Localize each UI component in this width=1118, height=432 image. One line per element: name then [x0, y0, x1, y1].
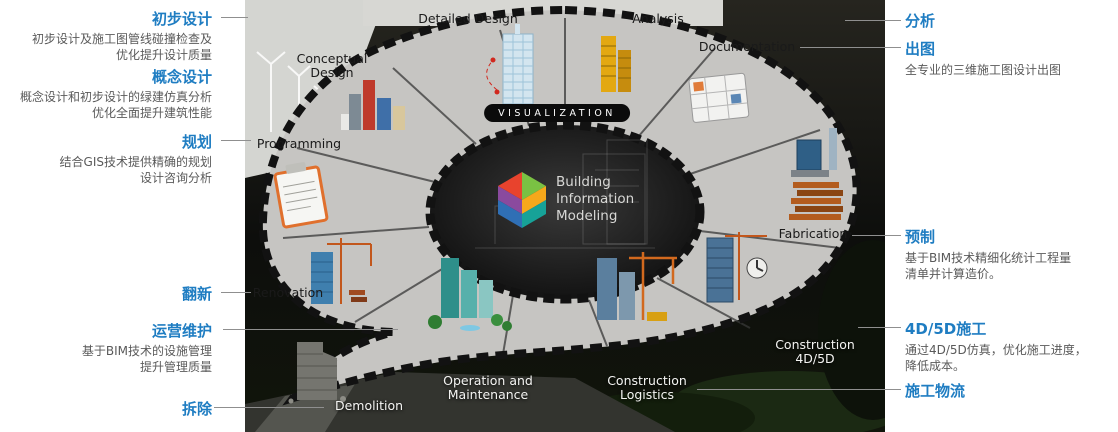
connector-demolition — [214, 407, 324, 408]
ring-label-visualization: VISUALIZATION — [484, 104, 630, 122]
phase-label-operation-maintenance: Operation and Maintenance — [443, 373, 533, 402]
sky-area — [245, 0, 385, 178]
documentation-illustration — [688, 72, 750, 123]
phase-label-renovation: Renovation — [252, 285, 324, 300]
connector-fabrication — [852, 235, 901, 236]
demolition-illustration — [288, 342, 346, 404]
bim-data-links — [486, 57, 500, 95]
left-title-preliminary-design: 初步设计 — [151, 10, 212, 28]
connector-construction-logistics — [697, 389, 901, 390]
phase-label-documentation: Documentation — [698, 39, 796, 54]
left-annotations-panel: 初步设计 初步设计及施工图管线碰撞检查及 优化提升设计质量 概念设计 概念设计和… — [0, 0, 218, 432]
phase-label-programming: Programming — [256, 136, 342, 151]
connector-planning — [221, 140, 251, 141]
bim-cube-logo — [498, 172, 546, 228]
connector-preliminary-design — [221, 17, 248, 18]
diagram-artwork — [245, 0, 885, 432]
connector-operation-maintenance — [223, 329, 398, 330]
connector-analysis — [845, 20, 901, 21]
connector-4d5d-construction — [858, 327, 901, 328]
phase-label-construction-4d5d: Construction 4D/5D — [775, 337, 855, 366]
left-title-planning: 规划 — [181, 133, 212, 151]
left-title-conceptual-design: 概念设计 — [151, 68, 212, 86]
left-desc-planning: 结合GIS技术提供精确的规划 设计咨询分析 — [59, 155, 212, 185]
right-title-analysis: 分析 — [905, 12, 936, 30]
right-title-logistics: 施工物流 — [905, 382, 966, 400]
construction-4d5d-illustration — [706, 232, 768, 303]
phase-label-fabrication: Fabrication — [778, 226, 848, 241]
operation-maintenance-illustration — [428, 258, 512, 331]
trees-right-edge — [818, 240, 885, 420]
analysis-illustration — [601, 36, 631, 92]
connector-documentation — [800, 47, 901, 48]
left-title-operation-maintenance: 运营维护 — [151, 322, 212, 340]
renovation-illustration — [311, 238, 372, 304]
connector-renovation — [221, 292, 251, 293]
right-title-fabrication: 预制 — [905, 228, 936, 246]
phase-label-analysis: Analysis — [632, 11, 684, 26]
conceptual-design-illustration — [341, 80, 405, 130]
phase-label-detailed-design: Detailed Design — [418, 11, 518, 26]
right-desc-4d5d: 通过4D/5D仿真，优化施工进度， 降低成本。 — [905, 343, 1087, 373]
left-desc-operation-maintenance: 基于BIM技术的设施管理 提升管理质量 — [81, 344, 212, 374]
bim-lifecycle-diagram: Conceptual Design Detailed Design Analys… — [245, 0, 885, 432]
construction-logistics-illustration — [597, 252, 677, 321]
phase-label-construction-logistics: Construction Logistics — [607, 373, 687, 402]
inner-chain-border — [425, 120, 705, 304]
right-title-4d5d: 4D/5D施工 — [905, 320, 987, 338]
center-core — [430, 125, 700, 299]
fabrication-illustration — [789, 128, 843, 220]
phase-label-demolition: Demolition — [334, 398, 404, 413]
right-desc-fabrication: 基于BIM技术精细化统计工程量 清单并计算造价。 — [905, 251, 1072, 281]
left-title-renovation: 翻新 — [181, 285, 212, 303]
outer-chain-border — [258, 5, 861, 406]
bim-center-title: Building Information Modeling — [556, 174, 635, 224]
right-annotations-panel: 分析 出图 全专业的三维施工图设计出图 预制 基于BIM技术精细化统计工程量 清… — [903, 0, 1118, 432]
left-desc-conceptual-design: 概念设计和初步设计的绿建仿真分析 优化全面提升建筑性能 — [19, 90, 212, 120]
left-title-demolition: 拆除 — [181, 400, 212, 418]
detailed-design-illustration — [502, 24, 534, 105]
right-title-documentation: 出图 — [905, 40, 936, 58]
left-desc-preliminary-design: 初步设计及施工图管线碰撞检查及 优化提升设计质量 — [31, 32, 212, 62]
programming-illustration — [273, 162, 329, 229]
phase-label-conceptual-design: Conceptual Design — [296, 51, 368, 80]
right-desc-documentation: 全专业的三维施工图设计出图 — [905, 63, 1062, 77]
